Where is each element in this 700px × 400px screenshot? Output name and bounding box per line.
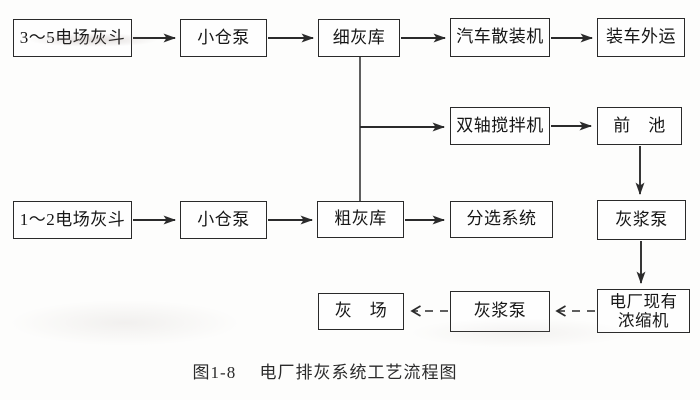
node-label: 装车外运 [606,27,676,47]
node-label: 双轴搅拌机 [456,115,544,135]
node-label: 3～5电场灰斗 [19,27,126,47]
node-label: 汽车散装机 [456,27,544,47]
node-label: 小仓泵 [197,209,250,229]
node-label: 粗灰库 [334,209,387,229]
node-existing-thickener: 电厂现有 浓缩机 [597,289,690,333]
node-label: 细灰库 [332,27,386,47]
node-silo-pump-1: 小仓泵 [180,19,267,57]
node-twin-shaft-mixer: 双轴搅拌机 [450,107,550,145]
node-fore-pool: 前 池 [597,107,682,145]
figure-caption: 图1-8 电厂排灰系统工艺流程图 [192,363,458,382]
node-label: 灰浆泵 [615,209,668,229]
node-ash-slurry-pump-1: 灰浆泵 [597,200,686,240]
node-label: 分选系统 [466,209,537,229]
node-fine-ash-silo: 细灰库 [318,19,400,57]
node-label: 灰浆泵 [473,301,527,321]
node-silo-pump-2: 小仓泵 [180,201,267,239]
node-sorting-system: 分选系统 [450,201,553,238]
node-label: 灰 场 [334,301,388,321]
node-load-transport-out: 装车外运 [597,18,685,57]
node-ash-yard: 灰 场 [318,293,404,330]
node-coarse-ash-silo: 粗灰库 [317,201,404,238]
node-hopper-3-5: 3～5电场灰斗 [13,19,132,57]
node-hopper-1-2: 1～2电场灰斗 [13,201,132,239]
node-truck-bulk-loader: 汽车散装机 [450,18,550,57]
node-label: 1～2电场灰斗 [19,209,126,229]
node-label: 小仓泵 [197,27,250,47]
node-label: 电厂现有 浓缩机 [609,291,678,330]
node-label: 前 池 [613,115,666,135]
node-ash-slurry-pump-2: 灰浆泵 [450,291,550,332]
